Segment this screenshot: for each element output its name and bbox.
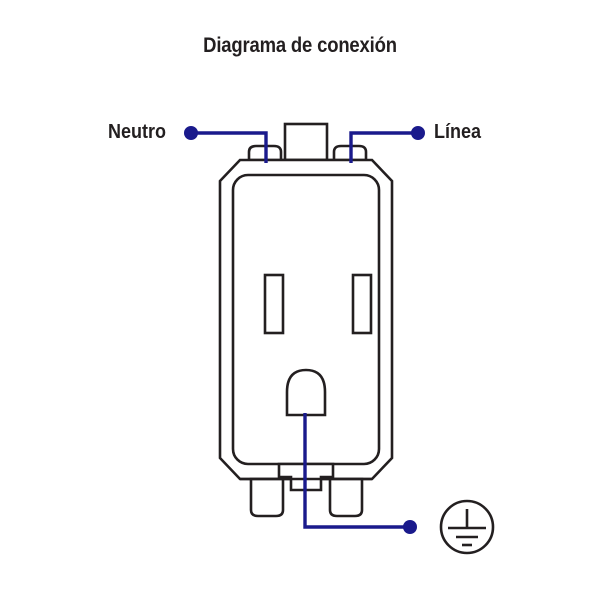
neutral-wire [191, 131, 268, 163]
wiring-group [184, 126, 425, 534]
neutral-wire-label: Neutro [108, 121, 167, 143]
neutral-wire-node [184, 126, 198, 140]
line-wire-label: Línea [434, 121, 482, 143]
bottom-left-terminal-tab [249, 477, 285, 518]
ground-slot [285, 368, 327, 417]
top-center-tab [283, 122, 329, 162]
neutral-slot [263, 273, 285, 335]
line-wire [349, 131, 418, 163]
ground-wire [303, 413, 410, 529]
page-title: Diagrama de conexión [203, 34, 397, 57]
line-slot [351, 273, 373, 335]
earth-ground-symbol [439, 499, 495, 555]
line-wire-node [411, 126, 425, 140]
ground-wire-node [403, 520, 417, 534]
bottom-right-terminal-tab [328, 477, 364, 518]
